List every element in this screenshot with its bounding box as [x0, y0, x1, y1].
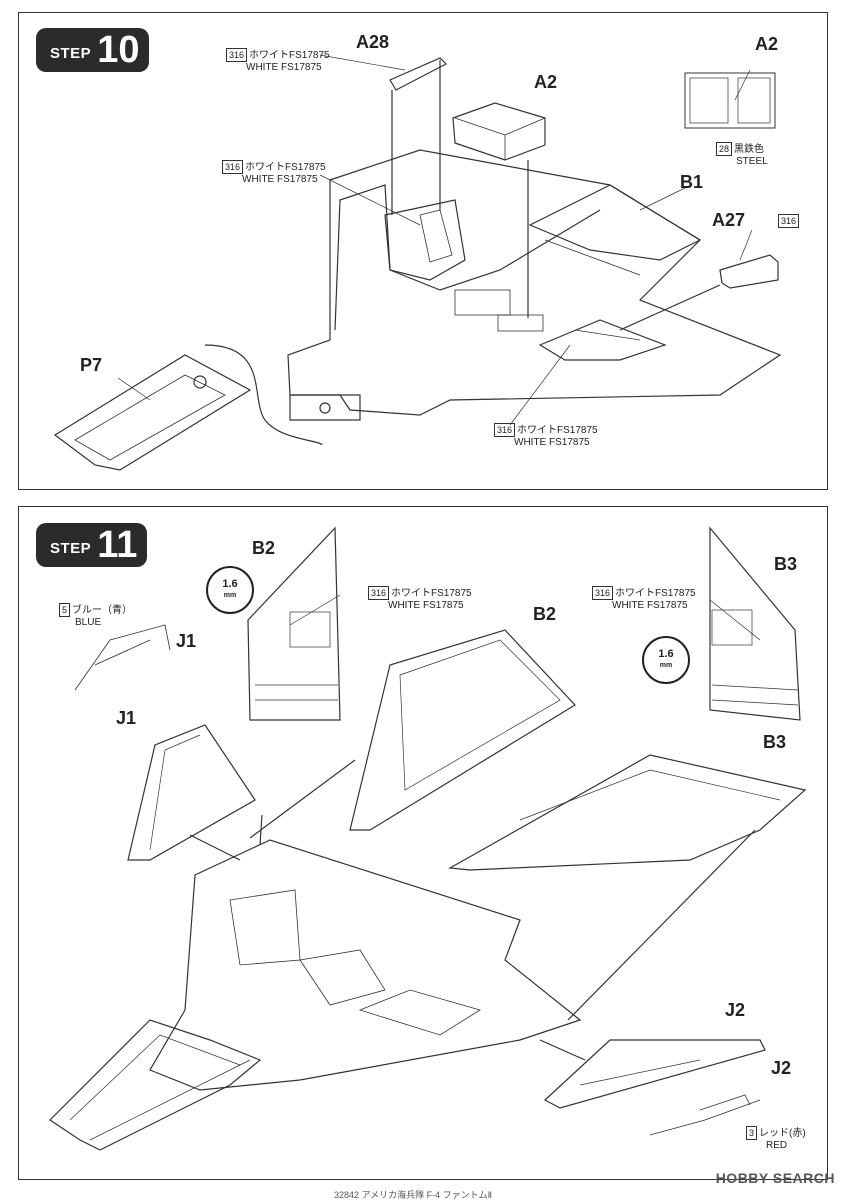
paint-jp: ホワイトFS17875: [245, 162, 326, 173]
step10-drawing: [53, 54, 782, 471]
paint-jp: ホワイトFS17875: [615, 588, 696, 599]
paint-jp: レッド(赤): [759, 1128, 806, 1139]
paint-en: WHITE FS17875: [242, 174, 318, 185]
paint-en: WHITE FS17875: [514, 437, 590, 448]
paint-code: 316: [368, 586, 390, 600]
paint-code: 5: [59, 603, 71, 617]
step11-panel: [18, 506, 828, 1180]
drill-unit: mm: [223, 592, 237, 599]
paint-en: STEEL: [736, 156, 768, 167]
paint-jp: ブルー（青）: [72, 605, 133, 616]
drill-unit: mm: [659, 662, 673, 669]
paint-a27: 316: [778, 214, 801, 228]
label-a2-right: A2: [755, 34, 779, 54]
label-b1: B1: [680, 172, 704, 192]
step-word: STEP: [50, 539, 92, 557]
label-p7: P7: [80, 355, 103, 375]
label-j1-top: J1: [176, 631, 197, 651]
paint-code: 316: [778, 214, 800, 228]
label-b2-top: B2: [252, 538, 276, 558]
paint-jp: ホワイトFS17875: [249, 50, 330, 61]
label-j2-top: J2: [725, 1000, 746, 1020]
step-number: 11: [97, 524, 138, 566]
paint-en: BLUE: [75, 617, 102, 628]
label-j1-mid: J1: [116, 708, 137, 728]
label-j2-low: J2: [771, 1058, 792, 1078]
drill-right-icon: 1.6 mm: [642, 636, 690, 684]
label-a2-top: A2: [534, 72, 558, 92]
drill-left-icon: 1.6 mm: [206, 566, 254, 614]
step10-panel: [18, 12, 828, 490]
watermark: HOBBY SEARCH: [715, 1170, 835, 1186]
step11-badge: STEP 11: [36, 523, 148, 567]
drill-value: 1.6: [658, 648, 674, 660]
paint-en: WHITE FS17875: [388, 600, 464, 611]
label-a28: A28: [356, 32, 390, 52]
paint-en: WHITE FS17875: [246, 62, 322, 73]
paint-jp: ホワイトFS17875: [517, 425, 598, 436]
footer-text: 32842 アメリカ海兵隊 F-4 ファントムⅡ: [334, 1190, 493, 1200]
paint-jp: 黒鉄色: [734, 144, 765, 155]
step-number: 10: [97, 29, 140, 71]
label-a27: A27: [712, 210, 746, 230]
paint-en: RED: [766, 1140, 788, 1151]
paint-jp: ホワイトFS17875: [391, 588, 472, 599]
paint-code: 3: [746, 1126, 758, 1140]
paint-en: WHITE FS17875: [612, 600, 688, 611]
label-b3-top: B3: [774, 554, 798, 574]
paint-code: 316: [592, 586, 614, 600]
step-word: STEP: [50, 44, 92, 62]
label-b2-mid: B2: [533, 604, 557, 624]
step10-badge: STEP 10: [36, 28, 150, 72]
drill-value: 1.6: [222, 578, 238, 590]
label-b3-mid: B3: [763, 732, 787, 752]
